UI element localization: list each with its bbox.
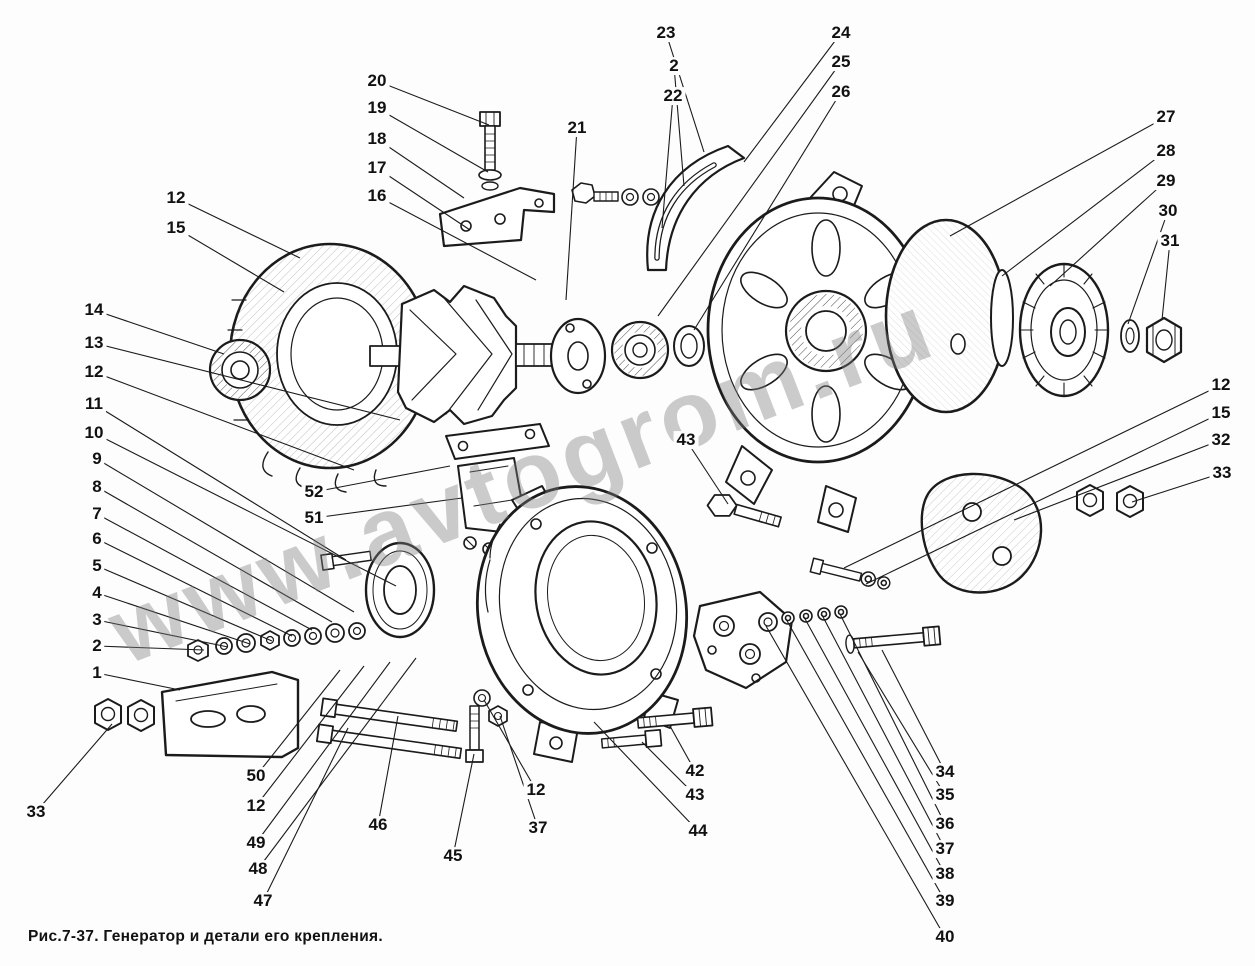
long-bolts xyxy=(315,697,463,760)
leader-line-12 xyxy=(255,665,365,807)
bearing-small xyxy=(208,338,272,402)
leader-line-18 xyxy=(376,138,465,199)
leader-line-47 xyxy=(262,727,349,902)
leader-line-34 xyxy=(881,649,946,773)
leader-line-9 xyxy=(96,458,355,613)
leader-line-19 xyxy=(376,107,489,173)
leader-line-12 xyxy=(843,384,1222,569)
spacer-sleeve xyxy=(364,541,436,639)
rectifier-unit xyxy=(692,590,848,690)
bracket-bolt xyxy=(478,111,502,191)
leader-line-2 xyxy=(96,645,205,651)
small-bolt-cluster xyxy=(465,689,508,763)
figure-caption: Рис.7-37. Генератор и детали его креплен… xyxy=(28,928,383,945)
leader-line-39 xyxy=(785,618,946,902)
cover-plate xyxy=(990,269,1014,367)
ball-bearing xyxy=(610,320,670,380)
leader-line-11 xyxy=(93,403,347,561)
leader-line-4 xyxy=(96,592,251,645)
adjusting-strap xyxy=(646,144,746,272)
stator-assembly xyxy=(225,242,432,493)
leader-line-33 xyxy=(35,723,113,813)
leader-line-32 xyxy=(1013,439,1222,521)
rear-housing xyxy=(475,485,689,763)
shaft-nut xyxy=(1145,316,1183,364)
leader-line-23 xyxy=(665,32,705,153)
leader-line-17 xyxy=(376,167,471,231)
retainer-plate xyxy=(549,317,607,395)
leader-line-29 xyxy=(1049,180,1167,287)
leader-line-26 xyxy=(693,91,842,331)
rear-bracket xyxy=(920,472,1043,594)
leader-line-22 xyxy=(661,95,674,229)
strap-bolt xyxy=(571,182,660,206)
leader-line-14 xyxy=(93,309,225,355)
fastener-row xyxy=(187,622,366,662)
leader-line-31 xyxy=(1161,240,1171,321)
leader-line-25 xyxy=(657,61,842,317)
leader-line-33 xyxy=(1131,472,1223,503)
leader-line-15 xyxy=(175,227,285,293)
leader-line-7 xyxy=(96,513,313,631)
retainer-ring xyxy=(673,325,705,367)
pivot-bolt xyxy=(706,494,782,528)
leader-line-50 xyxy=(255,669,341,777)
leader-line-48 xyxy=(257,657,417,870)
leader-line-42 xyxy=(669,725,696,772)
leader-line-20 xyxy=(376,80,490,126)
leader-line-37 xyxy=(821,614,946,850)
top-bracket xyxy=(438,186,556,248)
leader-line-8 xyxy=(96,486,333,623)
leader-line-52 xyxy=(313,465,451,493)
leader-line-13 xyxy=(93,342,401,421)
generator-bracket xyxy=(160,670,300,759)
leader-line-36 xyxy=(839,613,946,825)
leader-line-45 xyxy=(452,753,475,857)
leader-line-12 xyxy=(93,371,355,471)
leader-line-43 xyxy=(685,439,729,505)
leader-line-49 xyxy=(255,661,391,844)
bracket-nuts-right xyxy=(1076,484,1144,518)
leader-line-5 xyxy=(96,565,273,642)
leader-line-16 xyxy=(376,195,537,281)
front-bracket xyxy=(706,171,930,533)
leader-line-12 xyxy=(175,197,301,259)
leader-line-2 xyxy=(673,65,685,187)
rotor xyxy=(369,284,561,426)
leader-line-40 xyxy=(765,625,946,938)
leader-line-24 xyxy=(743,32,842,163)
leader-line-3 xyxy=(96,619,229,648)
leader-line-15 xyxy=(865,412,1222,585)
pivot-stud xyxy=(320,550,372,571)
leader-line-46 xyxy=(377,715,399,826)
rear-cover xyxy=(884,218,1008,414)
leader-line-30 xyxy=(1127,210,1169,325)
spacer-bolt xyxy=(809,557,891,590)
leader-line-1 xyxy=(96,672,181,691)
leader-line-38 xyxy=(803,616,946,875)
pulley xyxy=(1018,262,1110,398)
leader-line-51 xyxy=(313,497,463,519)
leader-line-21 xyxy=(565,127,578,301)
leader-line-28 xyxy=(1001,150,1167,277)
flat-washer xyxy=(1120,319,1140,353)
leader-line-43 xyxy=(641,741,696,796)
leader-line-27 xyxy=(949,116,1167,237)
leader-line-6 xyxy=(96,538,293,637)
lower-bolts xyxy=(600,706,714,749)
leader-line-44 xyxy=(593,721,699,832)
leader-line-37 xyxy=(499,715,539,829)
leader-line-35 xyxy=(857,651,946,796)
leader-lines xyxy=(35,32,1223,938)
leader-line-10 xyxy=(93,432,397,587)
rectifier-stud xyxy=(845,625,942,654)
bracket-nuts-left xyxy=(94,698,155,732)
